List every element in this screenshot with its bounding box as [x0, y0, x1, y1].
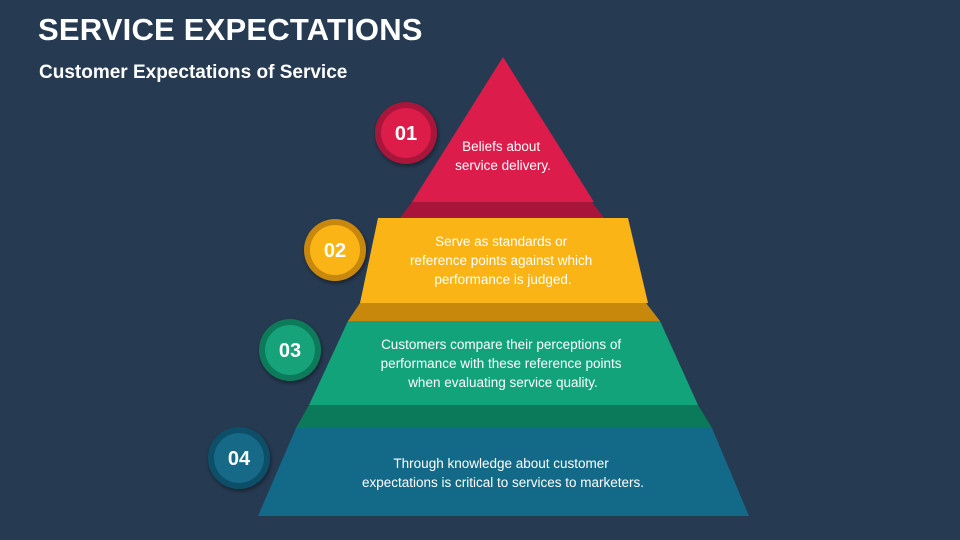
tier-2-text-line-2: reference points against which [410, 253, 592, 268]
tier-4-text-line-1: Through knowledge about customer [393, 456, 609, 471]
tier-2-shape [360, 218, 648, 303]
tier-3: Customers compare their perceptions of p… [296, 321, 712, 428]
tier-3-text-line-3: when evaluating service quality. [407, 375, 598, 390]
tier-1-shelf [400, 202, 604, 218]
tier-4-text-line-2: expectations is critical to services to … [362, 475, 644, 490]
badge-01: 01 [375, 102, 437, 164]
slide-subtitle: Customer Expectations of Service [39, 62, 348, 83]
tier-1-text: Beliefs about service delivery. [455, 139, 551, 173]
tier-1: Beliefs about service delivery. [400, 57, 604, 218]
slide-title: SERVICE EXPECTATIONS [38, 12, 423, 47]
tier-3-text-line-1: Customers compare their perceptions of [381, 337, 621, 352]
tier-2-text: Serve as standards or reference points a… [410, 234, 596, 287]
badge-04-number: 04 [228, 448, 251, 470]
badge-03-number: 03 [279, 340, 301, 362]
badge-04: 04 [208, 427, 270, 489]
tier-3-shelf [296, 405, 712, 428]
badge-02-number: 02 [324, 240, 346, 262]
tier-1-text-line-1: Beliefs about [462, 139, 540, 154]
badge-02: 02 [304, 219, 366, 281]
tier-4-text: Through knowledge about customer expecta… [362, 456, 644, 490]
tier-1-text-line-2: service delivery. [455, 158, 551, 173]
tier-3-text-line-2: performance with these reference points [381, 356, 622, 371]
tier-2-shelf [348, 303, 660, 321]
tier-3-shape [309, 321, 698, 405]
badge-03: 03 [259, 319, 321, 381]
tier-4-shape [258, 428, 749, 516]
tier-2: Serve as standards or reference points a… [348, 218, 660, 321]
tier-4: Through knowledge about customer expecta… [258, 428, 749, 516]
tier-2-text-line-1: Serve as standards or [435, 234, 568, 249]
badge-01-number: 01 [395, 123, 417, 145]
tier-2-text-line-3: performance is judged. [434, 272, 571, 287]
tier-1-shape [412, 57, 594, 202]
tier-3-text: Customers compare their perceptions of p… [381, 337, 626, 390]
